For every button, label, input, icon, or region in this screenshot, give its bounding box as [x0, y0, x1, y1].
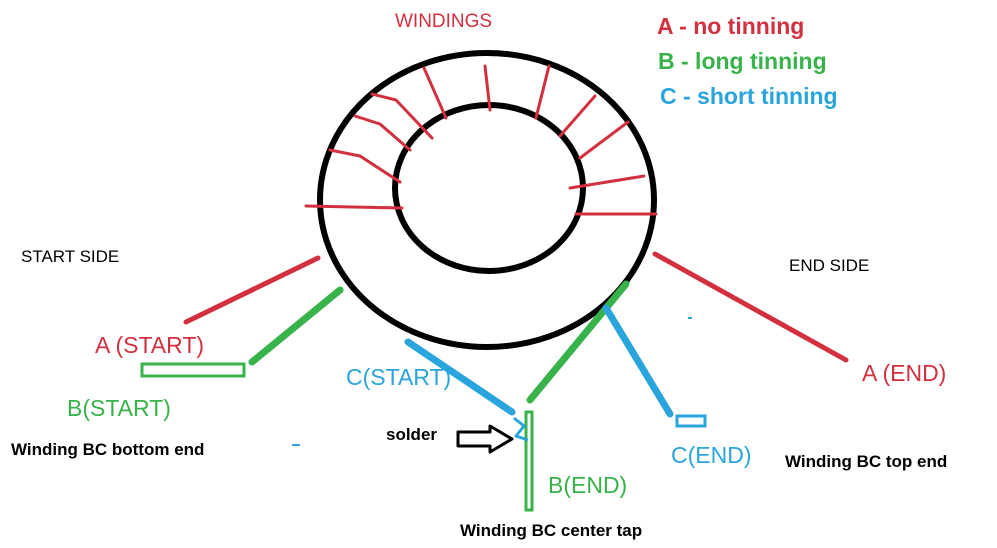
label-b-end: B(END) — [548, 472, 628, 498]
end-side-label: END SIDE — [789, 256, 870, 275]
label-c-end: C(END) — [671, 442, 752, 468]
toroid-outer-ring — [317, 50, 657, 350]
lead-c-start-tinning — [513, 416, 529, 442]
legend-item-c: C - short tinning — [660, 83, 838, 109]
solder-arrow-icon — [456, 424, 514, 454]
winding-turn — [568, 174, 646, 190]
lead-b-start-tinning — [140, 362, 246, 378]
winding-bc-center-tap-label: Winding BC center tap — [460, 521, 643, 540]
winding-turn — [422, 66, 448, 120]
lead-c-end-tinning — [675, 414, 707, 428]
winding-turn — [370, 92, 434, 140]
legend-item-b: B - long tinning — [658, 48, 827, 74]
winding-bc-bottom-end-label: Winding BC bottom end — [11, 440, 205, 459]
legend-item-a: A - no tinning — [657, 13, 805, 39]
lead-c-end — [602, 304, 674, 418]
solder-label: solder — [386, 425, 438, 444]
label-a-end: A (END) — [862, 360, 947, 386]
winding-turn — [483, 64, 492, 112]
label-c-start: C(START) — [346, 364, 452, 390]
winding-turns — [304, 64, 658, 216]
winding-turn — [558, 94, 597, 138]
winding-turn — [353, 114, 412, 152]
diagram-title: WINDINGS — [395, 11, 493, 32]
lead-a-end — [652, 251, 849, 363]
lead-b-start — [248, 286, 344, 366]
winding-bc-top-end-label: Winding BC top end — [785, 452, 948, 471]
lead-c-start — [404, 338, 516, 416]
winding-turn — [578, 120, 630, 160]
label-b-start: B(START) — [67, 395, 171, 421]
winding-turn — [304, 204, 404, 210]
lead-b-end-tinning — [524, 410, 534, 512]
lead-a-start — [183, 255, 321, 325]
winding-turn — [328, 148, 402, 184]
label-a-start: A (START) — [95, 332, 205, 358]
winding-turn — [534, 64, 551, 120]
lead-b-end — [526, 280, 630, 404]
start-side-label: START SIDE — [21, 247, 120, 266]
